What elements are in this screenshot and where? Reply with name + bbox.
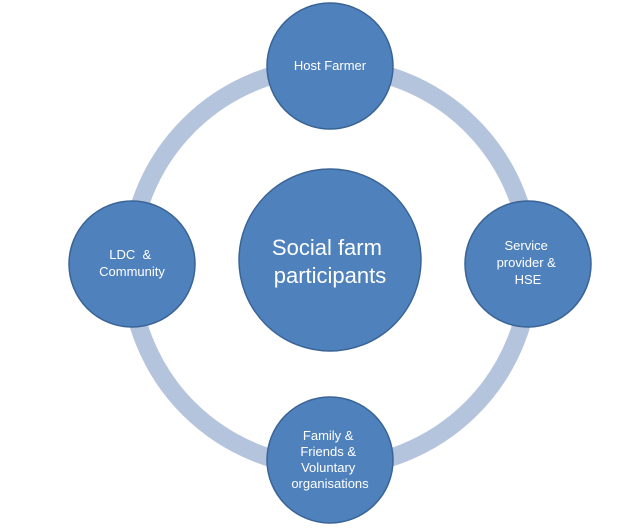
center-label-line-2: participants [274, 263, 387, 288]
node-service-provider: Service provider & HSE [464, 200, 592, 328]
ldc-community-circle [68, 200, 196, 328]
center-circle [238, 168, 422, 352]
node-host-farmer: Host Farmer [266, 2, 394, 130]
ldc-community-label-line-1: LDC & [109, 247, 151, 262]
svg-text:Family & Friends &: Family & Friends & Voluntary organisatio… [291, 428, 369, 491]
host-farmer-circle [266, 2, 394, 130]
center-label-line-1: Social farm [272, 235, 382, 260]
family-friends-label-line-1: Family & [303, 428, 354, 443]
center-node: Social farm participants [238, 168, 422, 352]
service-provider-label-line-2: provider & [497, 255, 557, 270]
svg-text:LDC & Community: LDC & Community [99, 247, 165, 279]
svg-text:Host Farmer: Host Farmer [294, 58, 367, 73]
service-provider-circle [464, 200, 592, 328]
service-provider-label-line-3: HSE [515, 272, 542, 287]
node-ldc-community: LDC & Community [68, 200, 196, 328]
svg-text:Service provider &: Service provider & HSE [497, 238, 560, 287]
service-provider-label-line-1: Service [505, 238, 548, 253]
ldc-community-label-line-2: Community [99, 264, 165, 279]
svg-text:Social farm participants: Social farm participants [272, 235, 388, 288]
host-farmer-label: Host Farmer [294, 58, 367, 73]
family-friends-circle [266, 396, 394, 524]
node-family-friends: Family & Friends & Voluntary organisatio… [266, 396, 394, 524]
family-friends-label-line-4: organisations [291, 476, 369, 491]
family-friends-label-line-2: Friends & [300, 444, 356, 459]
family-friends-label-line-3: Voluntary [301, 460, 356, 475]
